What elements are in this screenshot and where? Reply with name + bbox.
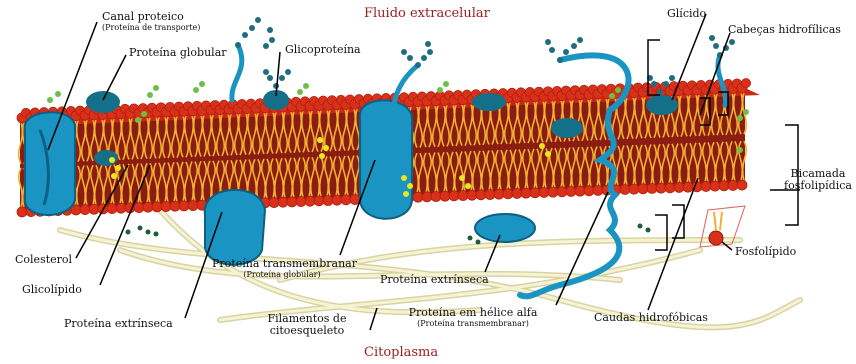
cholesterol-label: Colesterol — [15, 254, 72, 266]
bilayer-label: Bicamada fosfolipídica — [780, 168, 856, 192]
alpha-helix-label: Proteína em hélice alfa (Proteína transm… — [408, 307, 538, 328]
channel-protein-subtitle: (Proteína de transporte) — [102, 23, 200, 32]
hydrophobic-tails-label: Caudas hidrofóbicas — [594, 312, 708, 324]
alpha-helix-subtitle: (Proteína transmembranar) — [408, 319, 538, 328]
channel-protein-label: Canal proteico (Proteína de transporte) — [102, 11, 200, 32]
extrinsic-protein-mid — [475, 214, 535, 242]
hydrophilic-heads-label: Cabeças hidrofílicas — [728, 24, 841, 36]
channel-protein-title: Canal proteico — [102, 10, 184, 23]
phospholipid-label: Fosfolípido — [735, 246, 796, 258]
channel-protein — [25, 112, 75, 215]
alpha-helix-title: Proteína em hélice alfa — [409, 306, 538, 319]
transmembrane-protein — [360, 100, 412, 218]
glycoprotein-label: Glicoproteína — [285, 44, 361, 56]
cytoskeleton-label: Filamentos de citoesqueleto — [262, 313, 352, 337]
extrinsic-protein-left — [205, 190, 265, 265]
cytoplasm-label: Citoplasma — [364, 345, 438, 360]
extrinsic-protein-left-label: Proteína extrínseca — [64, 318, 173, 330]
extracellular-fluid-label: Fluido extracelular — [364, 6, 490, 21]
globular-protein-label: Proteína globular — [129, 47, 227, 59]
transmembrane-protein-subtitle: (Proteína globular) — [212, 270, 352, 279]
extrinsic-protein-mid-label: Proteína extrínseca — [380, 274, 489, 286]
glycolipid-label: Glicolípido — [22, 284, 82, 296]
glucid-label: Glícido — [667, 8, 706, 20]
transmembrane-protein-label: Proteína transmembranar (Proteína globul… — [212, 258, 352, 279]
transmembrane-protein-title: Proteína transmembranar — [212, 257, 357, 270]
